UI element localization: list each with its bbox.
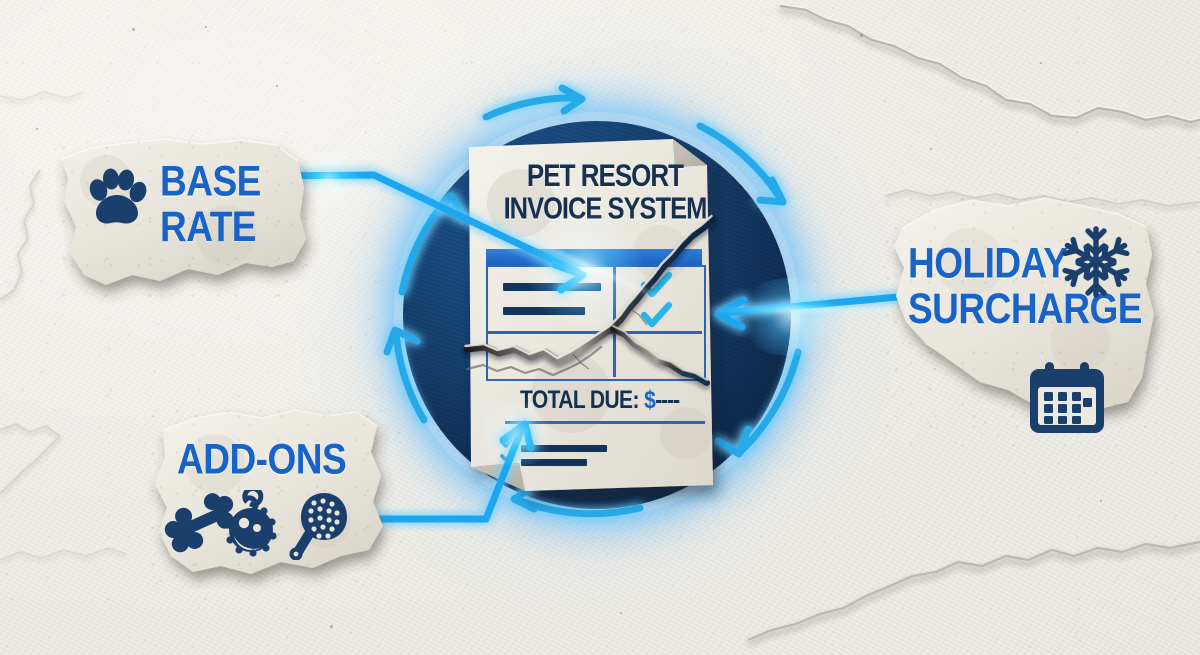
snowflake-icon [1062, 226, 1130, 298]
holiday-surcharge-line1: HOLIDAY [908, 239, 1068, 287]
add-ons-label: ADD-ONS [177, 435, 347, 483]
connector-holiday-surcharge [714, 293, 902, 331]
paper-speck [1040, 62, 1042, 64]
arrow-top-right [482, 84, 586, 121]
paper-speck [930, 148, 932, 150]
bone-icon [164, 493, 234, 553]
paper-speck [205, 26, 207, 28]
label-base-rate[interactable]: BASE RATE [56, 135, 318, 297]
base-rate-label: BASE RATE [160, 157, 261, 251]
label-add-ons[interactable]: ADD-ONS [145, 404, 395, 582]
invoice-title-line1: PET RESORT [526, 157, 684, 194]
arrow-right-down [696, 122, 787, 206]
paper-speck [330, 625, 333, 628]
paper-speck [1100, 500, 1102, 502]
brush-icon [289, 493, 347, 560]
invoice-total-currency: $ [644, 387, 656, 415]
invoice-footer-line-1 [521, 445, 607, 452]
paper-speck [860, 34, 863, 37]
invoice-total-amount: ---- [655, 387, 680, 415]
paper-speck [36, 128, 38, 130]
base-rate-line2: RATE [160, 202, 256, 251]
calendar-icon [1030, 362, 1104, 433]
paper-speck [620, 612, 622, 614]
holiday-surcharge-label: HOLIDAY SURCHARGE [908, 239, 1142, 330]
label-holiday-surcharge[interactable]: HOLIDAY SURCHARGE [880, 192, 1162, 450]
paw-print-icon [89, 168, 147, 224]
arrow-bottom-right [714, 348, 802, 458]
invoice-total-underline [505, 421, 705, 424]
paper-speck [132, 28, 135, 31]
add-ons-line1: ADD-ONS [177, 435, 347, 483]
arrow-left-up [383, 326, 428, 424]
base-rate-line1: BASE [160, 157, 261, 205]
ball-toy-icon [224, 490, 277, 557]
add-ons-icon-row [164, 490, 347, 560]
arrow-bottom-left [510, 483, 644, 518]
paper-speck [276, 85, 278, 87]
connector-base-rate [268, 171, 587, 294]
